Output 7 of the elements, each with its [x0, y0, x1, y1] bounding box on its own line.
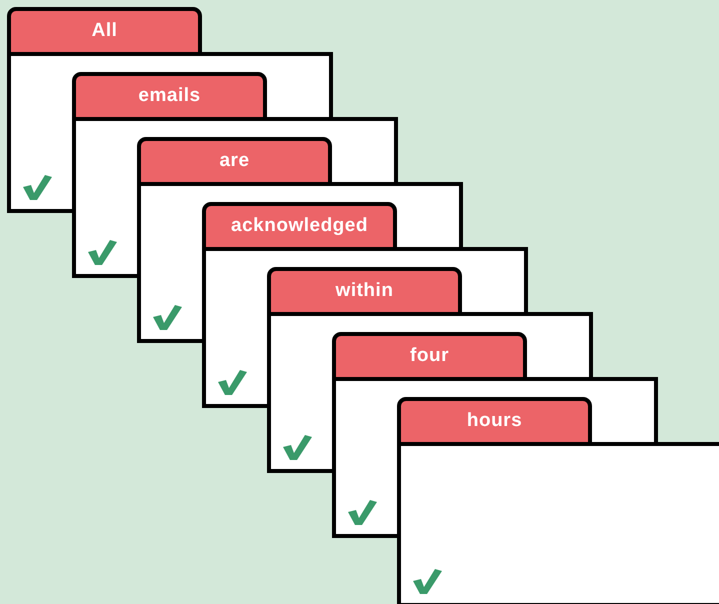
tab-label: acknowledged — [231, 216, 368, 237]
tab-label: within — [336, 281, 394, 302]
tab-label: emails — [138, 86, 201, 107]
tab-label: are — [219, 151, 250, 172]
tab-label: four — [410, 346, 449, 367]
tab-label: All — [92, 21, 118, 42]
tab-label: hours — [466, 411, 522, 432]
